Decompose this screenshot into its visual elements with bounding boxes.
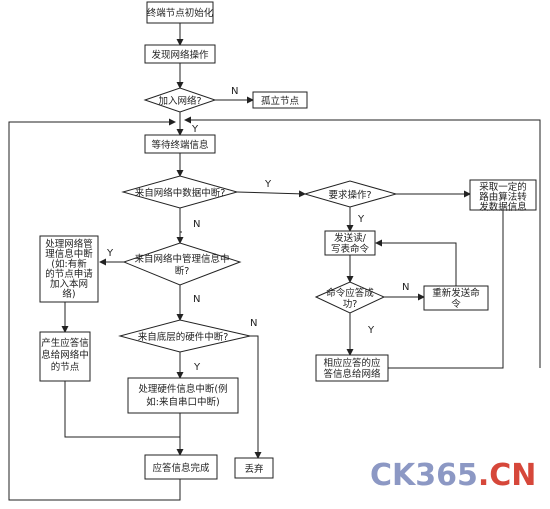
watermark-logo: CK365.CN — [370, 458, 536, 493]
watermark-prefix: CK365 — [370, 458, 478, 493]
label-cmd-y: Y — [367, 325, 375, 336]
node-handle-mgmt-line-4: 的节点申请 — [45, 268, 93, 280]
edge-hw-discard — [250, 335, 262, 459]
label-mgmt-y: Y — [106, 248, 114, 259]
label-hw-y: Y — [193, 362, 201, 373]
edge-resend-send — [375, 239, 457, 286]
node-cmd-line-2: 功? — [343, 299, 358, 310]
label-mgmt-n: N — [193, 294, 200, 305]
node-join-decision: 加入网络? — [143, 87, 217, 113]
label-netint-n: N — [193, 219, 200, 230]
node-send-cmd: 发送读/ 写表命令 — [324, 230, 376, 256]
node-join-label: 加入网络? — [158, 95, 201, 107]
node-handle-hw-line-2: 如:来自串口中断) — [146, 396, 219, 408]
node-handle-mgmt: 处理网络管 理信息中断 (如:有新 的节点申请 加入本网 络) — [39, 235, 99, 303]
edge-relay-loop — [388, 207, 504, 369]
node-init: 终端节点初始化 — [146, 1, 214, 24]
node-discard-label: 丢弃 — [244, 463, 264, 475]
node-response-done-label: 应答信息完成 — [152, 462, 210, 474]
label-req-y: Y — [357, 214, 365, 225]
node-isolated-label: 孤立节点 — [261, 95, 300, 107]
node-handle-mgmt-line-2: 理信息中断 — [45, 248, 93, 260]
node-resend-line-1: 重新发送命 — [432, 287, 480, 299]
svg-text:CK365.CN: CK365.CN — [370, 458, 536, 493]
label-netint-y: Y — [264, 179, 272, 190]
node-gen-response-line-2: 息给网络中 — [41, 349, 89, 361]
node-send-response-line-1: 相应应答的应 — [323, 357, 381, 369]
node-discover-label: 发现网络操作 — [151, 49, 209, 61]
node-net-interrupt-label: 来自网络中数据中断? — [135, 187, 226, 199]
node-response-done: 应答信息完成 — [144, 454, 218, 480]
node-request-decision: 要求操作? — [303, 180, 398, 208]
node-handle-hw: 处理硬件信息中断(例 如:来自串口中断) — [127, 377, 239, 414]
node-send-response-line-2: 答信息给网络 — [323, 368, 381, 380]
label-join-n: N — [231, 86, 238, 97]
node-discard: 丢弃 — [234, 457, 274, 479]
edge-netint-req — [236, 190, 306, 198]
node-cmd-decision: 命令应答成 功? — [314, 281, 386, 314]
node-relay-line-3: 发数据信息 — [479, 201, 527, 213]
node-wait-label: 等待终端信息 — [151, 139, 208, 151]
node-resend-line-2: 令 — [451, 298, 461, 310]
label-cmd-n: N — [402, 282, 409, 293]
label-hw-n: N — [250, 318, 257, 329]
node-relay-line-1: 采取一定的 — [479, 181, 527, 193]
node-resend: 重新发送命 令 — [423, 285, 489, 311]
edge-gen-done — [64, 381, 180, 438]
node-handle-mgmt-line-1: 处理网络管 — [45, 238, 93, 250]
node-hw-decision: 来自底层的硬件中断? — [118, 319, 251, 353]
node-handle-mgmt-line-3: (如:有新 — [51, 258, 87, 270]
node-mgmt-line-1: 来自网络中管理信息中 — [134, 253, 229, 265]
node-gen-response: 产生应答信 息给网络中 的节点 — [39, 331, 91, 382]
node-wait: 等待终端信息 — [144, 134, 216, 154]
node-net-interrupt-decision: 来自网络中数据中断? — [121, 175, 239, 209]
label-join-y: Y — [191, 124, 199, 135]
watermark-suffix: .CN — [478, 458, 537, 493]
node-cmd-line-1: 命令应答成 — [326, 287, 374, 299]
node-send-response: 相应应答的应 答信息给网络 — [315, 354, 389, 382]
node-send-cmd-line-1: 发送读/ — [334, 232, 367, 244]
node-discover: 发现网络操作 — [144, 44, 216, 64]
node-handle-hw-line-1: 处理硬件信息中断(例 — [138, 383, 227, 395]
node-mgmt-decision: 来自网络中管理信息中 断? — [122, 242, 242, 286]
node-mgmt-line-2: 断? — [175, 265, 190, 277]
node-gen-response-line-3: 的节点 — [51, 361, 80, 373]
node-handle-mgmt-line-6: 络) — [62, 288, 75, 300]
node-request-label: 要求操作? — [328, 189, 371, 201]
edge-right-loop — [184, 116, 541, 368]
node-isolated: 孤立节点 — [252, 91, 308, 109]
node-hw-label: 来自底层的硬件中断? — [138, 331, 229, 343]
edge-left-loop — [8, 118, 181, 501]
node-send-cmd-line-2: 写表命令 — [331, 243, 370, 255]
flowchart-edges — [8, 23, 541, 501]
node-gen-response-line-1: 产生应答信 — [41, 337, 89, 349]
edge-labels: N Y Y N Y Y N N Y N Y — [106, 86, 409, 373]
node-init-label: 终端节点初始化 — [147, 7, 214, 19]
node-handle-mgmt-line-5: 加入本网 — [50, 278, 88, 290]
node-relay: 采取一定的 路由算法转 发数据信息 — [469, 179, 537, 213]
node-relay-line-2: 路由算法转 — [479, 191, 527, 203]
